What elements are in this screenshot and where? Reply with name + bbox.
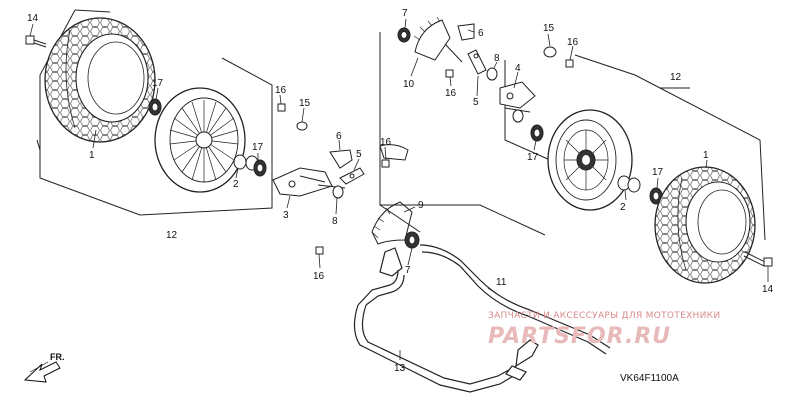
callout-1: 1 <box>703 150 709 161</box>
watermark-tagline: ЗАПЧАСТИ И АКСЕССУАРЫ ДЛЯ МОТОТЕХНИКИ <box>488 311 720 321</box>
callout-10: 10 <box>403 79 415 90</box>
left-wheel-hub <box>154 87 246 193</box>
callout-12: 12 <box>670 72 682 83</box>
callout-7: 7 <box>405 265 411 276</box>
callout-15: 15 <box>543 23 555 34</box>
callout-labels: 14 17 1 16 15 17 2 6 5 16 3 8 12 9 7 16 … <box>27 8 774 374</box>
callout-6: 6 <box>336 131 342 142</box>
callout-14: 14 <box>27 13 39 24</box>
right-small-parts <box>397 16 574 142</box>
callout-16: 16 <box>380 137 392 148</box>
callout-9: 9 <box>418 200 424 211</box>
callout-3: 3 <box>283 210 289 221</box>
callout-17: 17 <box>652 167 664 178</box>
adjuster-rod <box>379 244 611 355</box>
callout-2: 2 <box>233 179 239 190</box>
callout-17: 17 <box>252 142 264 153</box>
callout-16: 16 <box>567 37 579 48</box>
callout-2: 2 <box>620 202 626 213</box>
callout-1: 1 <box>89 150 95 161</box>
front-direction-label: FR. <box>50 352 65 362</box>
callout-17: 17 <box>527 152 539 163</box>
callout-14: 14 <box>762 284 774 295</box>
callout-15: 15 <box>299 98 311 109</box>
right-collars <box>617 175 663 205</box>
rear-bail-bar <box>353 269 539 393</box>
callout-7: 7 <box>402 8 408 19</box>
right-wheel-hub <box>547 109 633 211</box>
callout-16: 16 <box>313 271 325 282</box>
diagram-code: VK64F1100A <box>620 373 679 384</box>
callout-8: 8 <box>494 53 500 64</box>
right-bolt <box>743 251 773 267</box>
leader-lines <box>29 18 769 360</box>
callout-11: 11 <box>496 277 507 288</box>
right-tire <box>654 166 756 284</box>
callout-16: 16 <box>275 85 287 96</box>
callout-5: 5 <box>356 149 362 160</box>
callout-13: 13 <box>394 363 406 374</box>
watermark-brand: PARTSFOR.RU <box>488 324 671 349</box>
front-direction-arrow-icon <box>23 361 61 383</box>
callout-17: 17 <box>152 78 164 89</box>
callout-12: 12 <box>166 230 178 241</box>
callout-5: 5 <box>473 97 479 108</box>
left-tire <box>44 17 156 143</box>
callout-8: 8 <box>332 216 338 227</box>
left-small-parts <box>25 35 420 255</box>
callout-6: 6 <box>478 28 484 39</box>
callout-4: 4 <box>515 63 521 74</box>
callout-16: 16 <box>445 88 457 99</box>
